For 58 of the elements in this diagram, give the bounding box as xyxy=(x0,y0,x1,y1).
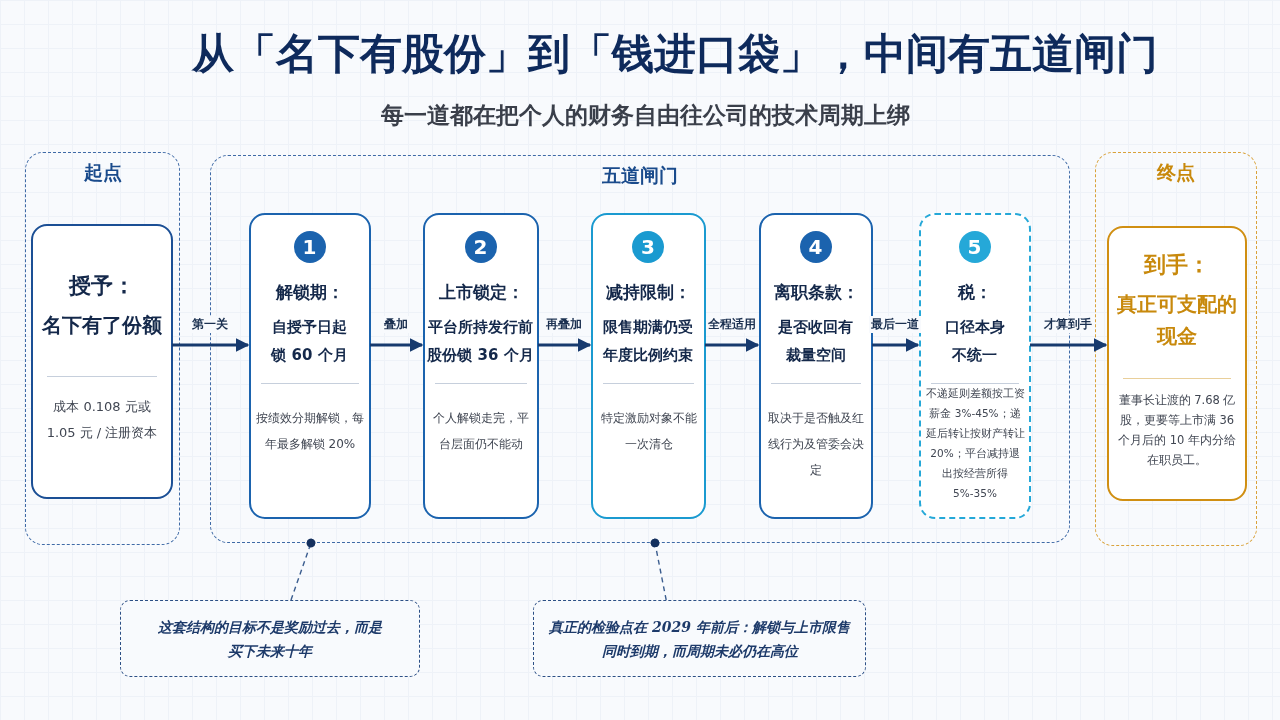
callout-box xyxy=(533,600,866,677)
start-card xyxy=(31,224,173,499)
arrow xyxy=(872,338,920,352)
arrow xyxy=(705,338,760,352)
gate-heading: 税： xyxy=(956,281,993,304)
dashed-group-panel xyxy=(1095,152,1257,546)
arrow xyxy=(1030,338,1108,352)
subtitle: 每一道都在把个人的财务自由往公司的技术周期上绑 xyxy=(379,101,911,130)
edge-label: 第一关 xyxy=(190,316,230,333)
card-description: 董事长让渡的 7.68 亿股，更要等上市满 36 个月后的 10 年内分给在职员工。 xyxy=(1117,392,1237,469)
gate-card xyxy=(249,213,371,519)
gate-description: 特定激励对象不能一次清仓 xyxy=(599,410,698,453)
gate-heading: 解锁期： xyxy=(274,281,345,304)
gate-heading: 上市锁定： xyxy=(437,281,525,304)
callout-text: 真正的检验点在 2029 年前后：解锁与上市限售同时到期，而周期未必仍在高位 xyxy=(548,618,851,661)
callout-text: 这套结构的目标不是奖励过去，而是买下未来十年 xyxy=(157,618,383,661)
step-number-badge: 2 xyxy=(464,231,497,263)
dashed-group-panel xyxy=(25,152,180,545)
card-subheading: 真正可支配的现金 xyxy=(1117,291,1237,350)
edge-label: 全程适用 xyxy=(705,316,758,333)
card-subheading: 名下有了份额 xyxy=(41,312,163,339)
gate-subheading: 是否收回有裁量空间 xyxy=(777,317,854,366)
gate-description: 不递延则差额按工资薪金 3%-45%；递延后转让按财产转让 20%；平台减持退出按经营所得 5%-35% xyxy=(925,386,1025,501)
group-heading: 起点 xyxy=(82,160,123,185)
leader-line xyxy=(650,538,667,601)
edge-label: 再叠加 xyxy=(544,316,584,333)
card-heading: 到手： xyxy=(1142,251,1211,279)
result-card xyxy=(1107,226,1247,501)
gate-card xyxy=(919,213,1031,519)
callout-box xyxy=(120,600,420,677)
gate-description: 个人解锁走完，平台层面仍不能动 xyxy=(432,410,530,453)
edge-label: 才算到手 xyxy=(1042,316,1094,333)
gate-description: 按绩效分期解锁，每年最多解锁 20% xyxy=(255,410,365,453)
step-number-badge: 1 xyxy=(293,231,326,263)
arrow xyxy=(172,338,250,352)
gate-card xyxy=(423,213,539,519)
gate-heading: 离职条款： xyxy=(772,281,860,304)
leader-line xyxy=(290,538,316,601)
gate-heading: 减持限制： xyxy=(605,281,692,304)
gate-subheading: 口径本身不统一 xyxy=(943,317,1006,366)
step-number-badge: 3 xyxy=(632,231,664,263)
gate-subheading: 限售期满仍受年度比例约束 xyxy=(602,317,694,366)
gate-subheading: 自授予日起锁 60 个月 xyxy=(269,317,349,366)
edge-label: 叠加 xyxy=(382,316,410,333)
edge-label: 最后一道 xyxy=(869,316,921,333)
arrow xyxy=(538,338,592,352)
group-heading: 五道闸门 xyxy=(601,163,679,188)
gate-card xyxy=(759,213,873,519)
arrow xyxy=(370,338,424,352)
step-number-badge: 5 xyxy=(958,231,991,263)
step-number-badge: 4 xyxy=(799,231,832,263)
card-description: 成本 0.108 元或 1.05 元 / 注册资本 xyxy=(45,398,159,442)
group-heading: 终点 xyxy=(1156,160,1196,185)
title: 从「名下有股份」到「钱进口袋」，中间有五道闸门 xyxy=(190,28,1159,80)
card-heading: 授予： xyxy=(67,272,136,300)
gate-card xyxy=(591,213,706,519)
gate-description: 取决于是否触及红线行为及管委会决定 xyxy=(767,410,865,479)
gate-subheading: 平台所持发行前股份锁 36 个月 xyxy=(426,317,535,366)
